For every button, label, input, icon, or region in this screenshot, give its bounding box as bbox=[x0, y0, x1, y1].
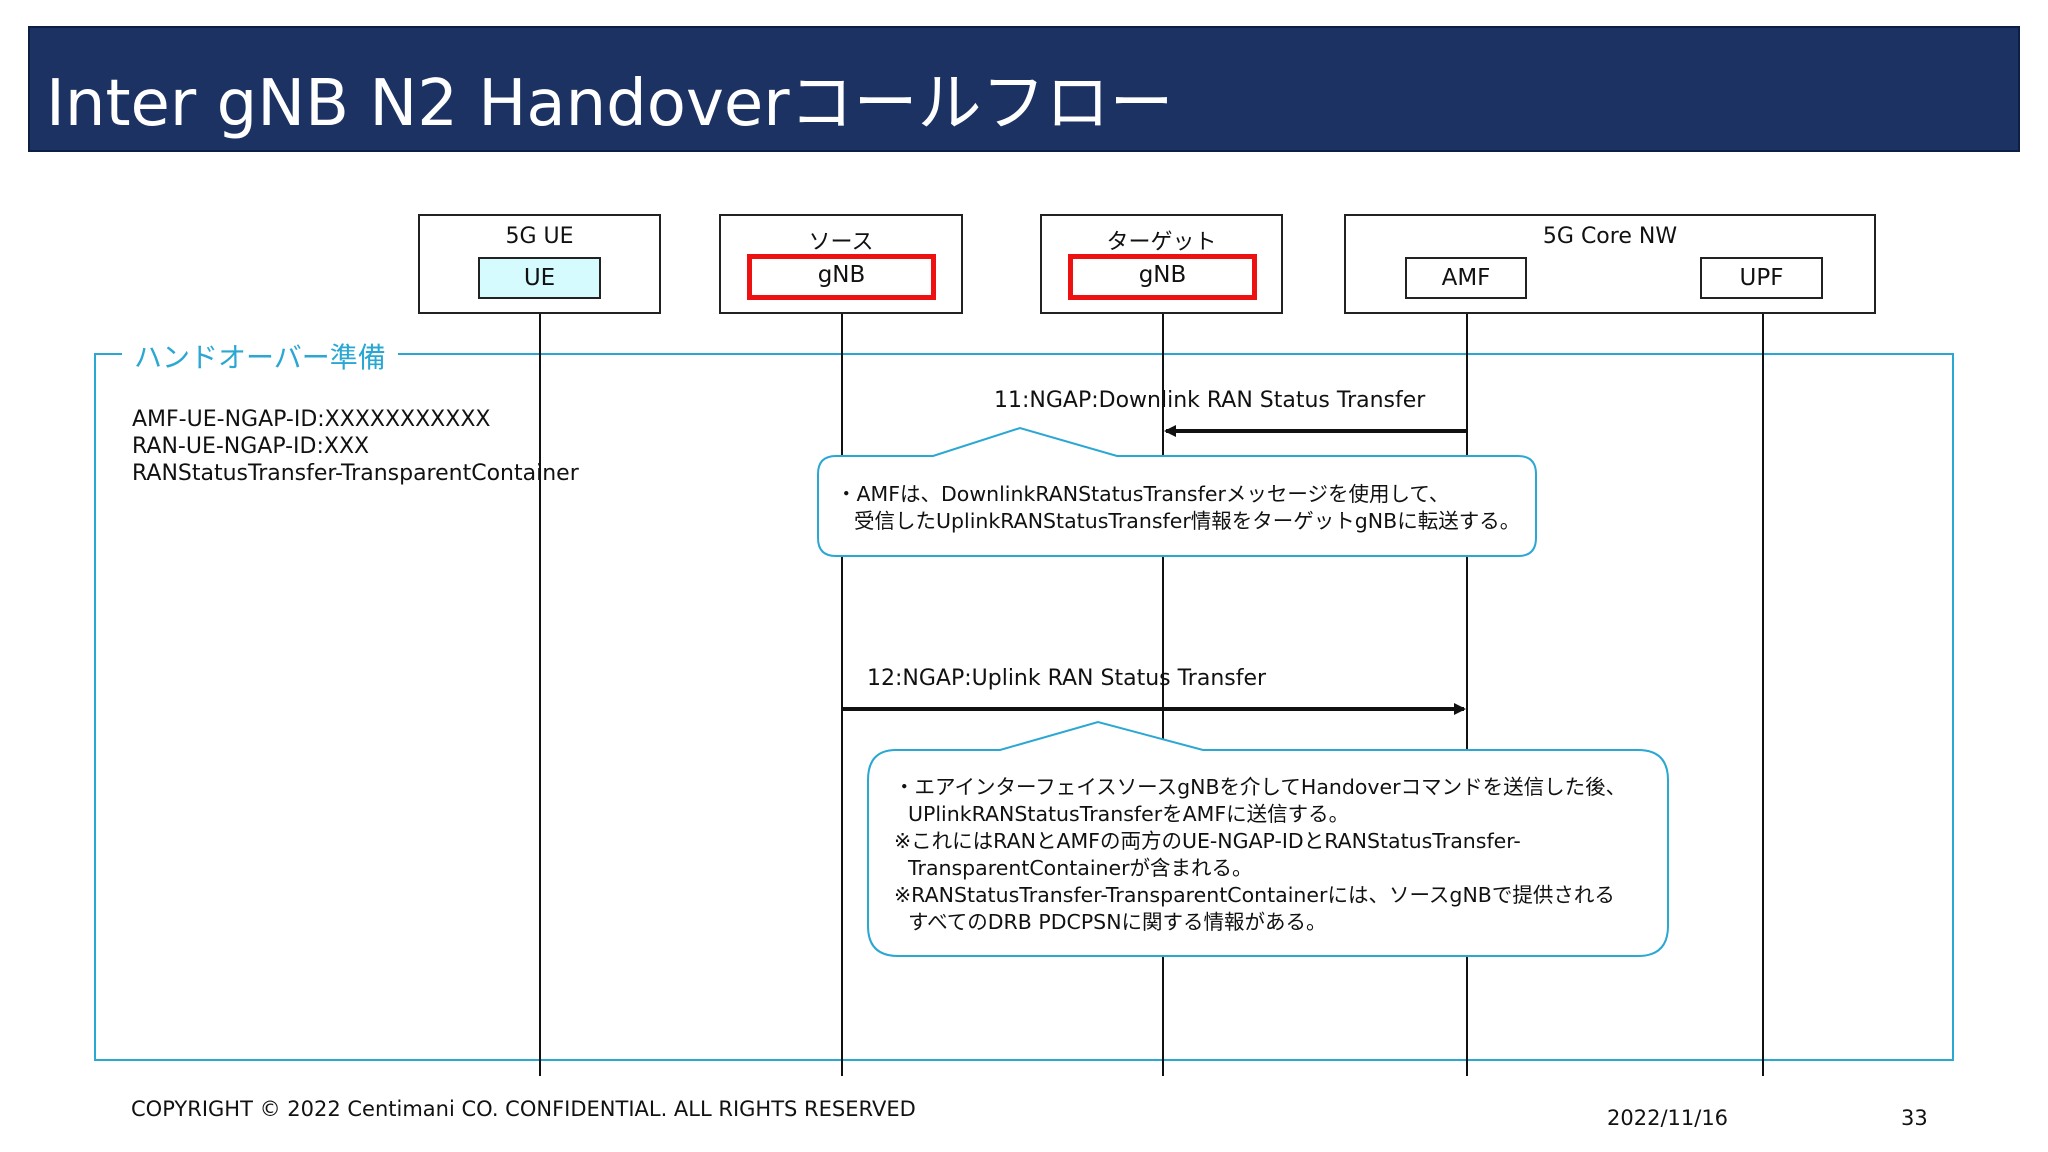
note-uplink-line-5: ※RANStatusTransfer-TransparentContainerに… bbox=[894, 883, 1615, 907]
lifeline-upf bbox=[1762, 313, 1764, 1076]
param-amf-ue-ngap-id: AMF-UE-NGAP-ID:XXXXXXXXXXX bbox=[132, 407, 491, 432]
page-title: Inter gNB N2 Handoverコールフロー bbox=[46, 67, 1174, 141]
note-uplink-line-1: ・エアインターフェイスソースgNBを介してHandoverコマンドを送信した後、 bbox=[894, 775, 1627, 799]
amf-entity: AMF bbox=[1405, 257, 1527, 299]
message-12-label: 12:NGAP:Uplink RAN Status Transfer bbox=[867, 666, 1267, 691]
handover-preparation-frame bbox=[94, 353, 1954, 1061]
lifeline-amf bbox=[1466, 313, 1468, 1076]
actor-5g-ue-label: 5G UE bbox=[505, 224, 574, 249]
param-ran-ue-ngap-id: RAN-UE-NGAP-ID:XXX bbox=[132, 434, 370, 459]
page-number: 33 bbox=[1901, 1106, 1928, 1130]
note-downlink-text: ・AMFは、DownlinkRANStatusTransferメッセージを使用し… bbox=[836, 481, 1520, 535]
upf-entity: UPF bbox=[1700, 257, 1823, 299]
source-gnb-entity: gNB bbox=[747, 254, 936, 300]
ue-entity: UE bbox=[478, 257, 601, 299]
footer-date: 2022/11/16 bbox=[1607, 1106, 1729, 1130]
lifeline-target-gnb bbox=[1162, 313, 1164, 1076]
callout-uplink-note bbox=[867, 720, 1669, 957]
note-uplink-line-4: TransparentContainerが含まれる。 bbox=[908, 856, 1253, 880]
note-uplink-line-6: すべてのDRB PDCPSNに関する情報がある。 bbox=[908, 910, 1327, 934]
lifeline-source-gnb bbox=[841, 313, 843, 1076]
lifeline-ue bbox=[539, 313, 541, 1076]
phase-label: ハンドオーバー準備 bbox=[122, 336, 398, 376]
copyright-notice: COPYRIGHT © 2022 Centimani CO. CONFIDENT… bbox=[131, 1097, 916, 1121]
note-uplink-line-2: UPlinkRANStatusTransferをAMFに送信する。 bbox=[908, 802, 1350, 826]
target-gnb-entity: gNB bbox=[1068, 254, 1257, 300]
param-transparent-container: RANStatusTransfer-TransparentContainer bbox=[132, 461, 579, 486]
note-uplink-line-3: ※これにはRANとAMFの両方のUE-NGAP-IDとRANStatusTran… bbox=[894, 829, 1521, 853]
note-downlink-line-1: ・AMFは、DownlinkRANStatusTransferメッセージを使用し… bbox=[836, 482, 1450, 506]
callout-downlink-note bbox=[817, 426, 1537, 557]
actor-5g-core-label: 5G Core NW bbox=[1542, 224, 1678, 249]
actor-target-label: ターゲット bbox=[1106, 230, 1217, 255]
ngap-parameters: AMF-UE-NGAP-ID:XXXXXXXXXXX RAN-UE-NGAP-I… bbox=[132, 406, 579, 487]
title-bar: Inter gNB N2 Handoverコールフロー bbox=[28, 26, 2020, 152]
note-uplink-text: ・エアインターフェイスソースgNBを介してHandoverコマンドを送信した後、… bbox=[894, 774, 1626, 936]
note-downlink-line-2: 受信したUplinkRANStatusTransfer情報をターゲットgNBに転… bbox=[854, 509, 1521, 533]
actor-source-label: ソース bbox=[808, 230, 874, 255]
message-11-label: 11:NGAP:Downlink RAN Status Transfer bbox=[994, 388, 1426, 413]
